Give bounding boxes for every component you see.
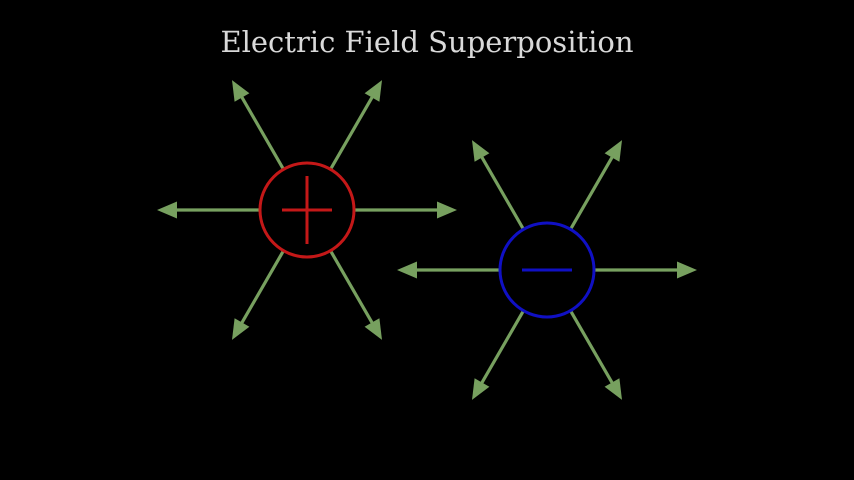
positive-charge [157,80,457,340]
field-line [479,154,525,231]
field-arrowhead [472,378,490,400]
negative-charge [397,140,697,400]
positive-charge-circle [258,161,356,259]
field-line [329,94,375,171]
field-arrowhead [604,378,622,400]
field-line [569,154,615,231]
negative-charge-circle [498,221,596,319]
field-line [239,94,285,171]
field-arrowhead [604,140,622,162]
field-line [569,309,615,386]
field-arrowhead [437,201,457,219]
field-line [329,249,375,326]
charges-layer [157,80,697,400]
field-arrowhead [472,140,490,162]
field-arrowhead [157,201,177,219]
field-arrowhead [677,261,697,279]
field-arrowhead [232,318,250,340]
diagram-title: Electric Field Superposition [220,25,633,59]
field-line [479,309,525,386]
field-arrowhead [397,261,417,279]
field-arrowhead [364,80,382,102]
field-line [239,249,285,326]
field-arrowhead [364,318,382,340]
field-arrowhead [232,80,250,102]
